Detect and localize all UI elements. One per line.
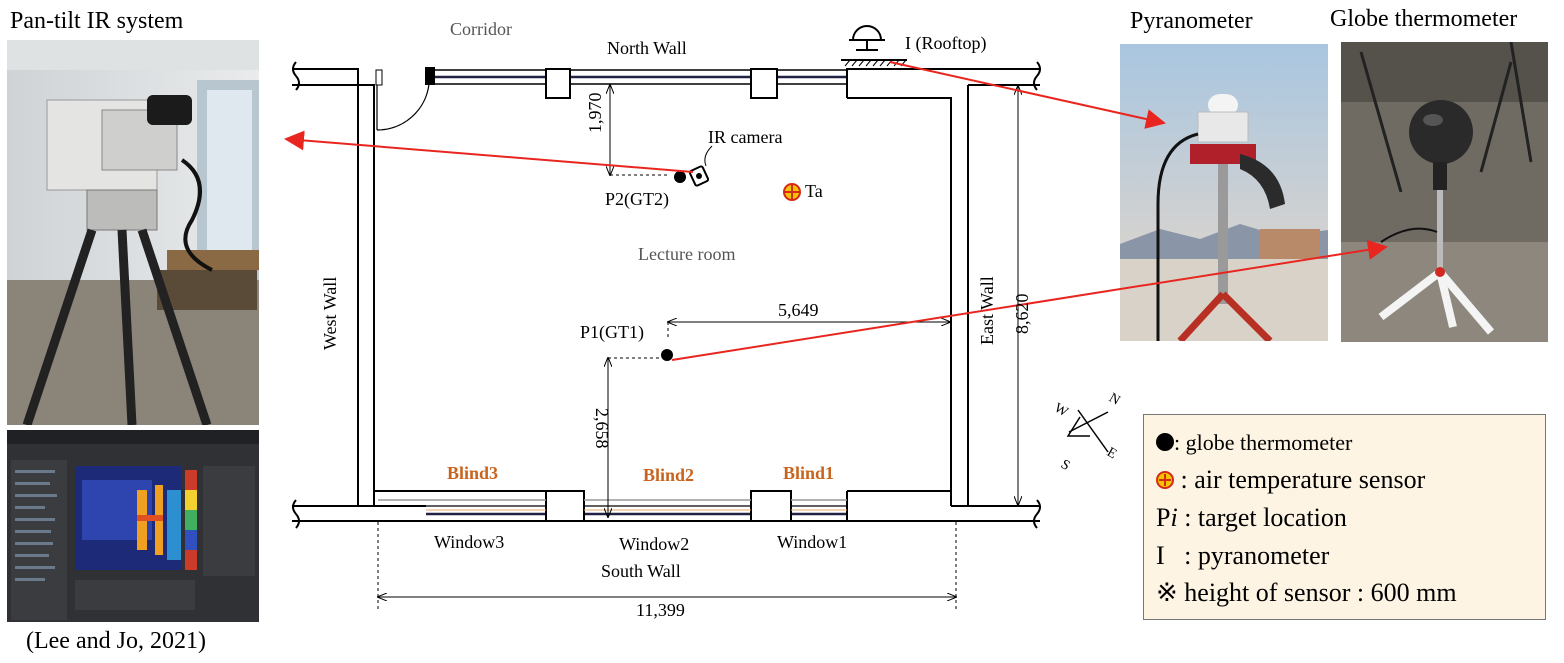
- ir-software-screenshot: [7, 430, 259, 622]
- arrow-to-pyranometer: [889, 61, 1166, 129]
- p2-globe-marker: [674, 171, 686, 183]
- pyranometer-symbol: [841, 25, 907, 67]
- ta-label: Ta: [805, 181, 823, 201]
- legend-air-text: : air temperature sensor: [1180, 465, 1426, 494]
- ir-camera-label: IR camera: [708, 127, 783, 147]
- legend-box: : globe thermometer : air temperature se…: [1143, 414, 1546, 620]
- ta-sensor-marker: [783, 183, 801, 201]
- legend-target-i: i: [1170, 503, 1178, 532]
- window1-label: Window1: [777, 532, 848, 552]
- ir-camera-symbol: [688, 145, 713, 187]
- pyranometer-photo: [1120, 44, 1328, 341]
- p2-label: P2(GT2): [605, 189, 669, 209]
- window2-label: Window2: [619, 534, 690, 554]
- air-sensor-icon: [1156, 471, 1174, 489]
- blind1-label: Blind1: [783, 463, 835, 483]
- dim-5649-label: 5,649: [778, 300, 819, 320]
- west-wall-shape: [292, 68, 359, 507]
- dim-8620-label: 8,620: [1012, 293, 1032, 335]
- legend-target-text: : target location: [1177, 503, 1347, 532]
- citation-caption: (Lee and Jo, 2021): [26, 628, 206, 654]
- legend-globe-row: : globe thermometer: [1156, 427, 1352, 457]
- east-wall-label: East Wall: [977, 276, 997, 345]
- arrow-to-globe: [671, 239, 1388, 361]
- corridor-label: Corridor: [450, 19, 512, 39]
- dim-11399-label: 11,399: [636, 600, 685, 620]
- legend-pyr-row: I : pyranometer: [1156, 541, 1330, 570]
- north-wall-label: North Wall: [607, 38, 687, 58]
- p1-label: P1(GT1): [580, 322, 644, 342]
- legend-target-row: Pi : target location: [1156, 503, 1347, 533]
- window3-label: Window3: [434, 532, 505, 552]
- pan-tilt-caption: Pan-tilt IR system: [10, 8, 184, 34]
- globe-dot-icon: [1156, 433, 1174, 451]
- pan-tilt-ir-photo: [7, 40, 259, 425]
- blind3-label: Blind3: [447, 463, 499, 483]
- blind2-label: Blind2: [643, 465, 695, 485]
- dim-2658-label: 2,658: [592, 408, 612, 449]
- legend-air-row: : air temperature sensor: [1156, 465, 1425, 495]
- legend-target-p: P: [1156, 503, 1171, 532]
- arrow-to-ir-system: [284, 130, 694, 173]
- rooftop-label: I (Rooftop): [905, 33, 987, 53]
- globe-thermometer-caption: Globe thermometer: [1330, 6, 1518, 32]
- dim-1970-label: 1,970: [585, 92, 605, 134]
- legend-globe-text: : globe thermometer: [1174, 430, 1353, 455]
- globe-thermometer-photo: [1341, 42, 1548, 342]
- west-wall-label: West Wall: [320, 276, 340, 350]
- lecture-room-label: Lecture room: [638, 244, 736, 264]
- pyranometer-caption: Pyranometer: [1130, 8, 1253, 34]
- south-wall-label: South Wall: [601, 561, 681, 581]
- compass: [1066, 409, 1109, 453]
- legend-height-row: ※ height of sensor : 600 mm: [1156, 578, 1457, 607]
- p1-globe-marker: [661, 349, 673, 361]
